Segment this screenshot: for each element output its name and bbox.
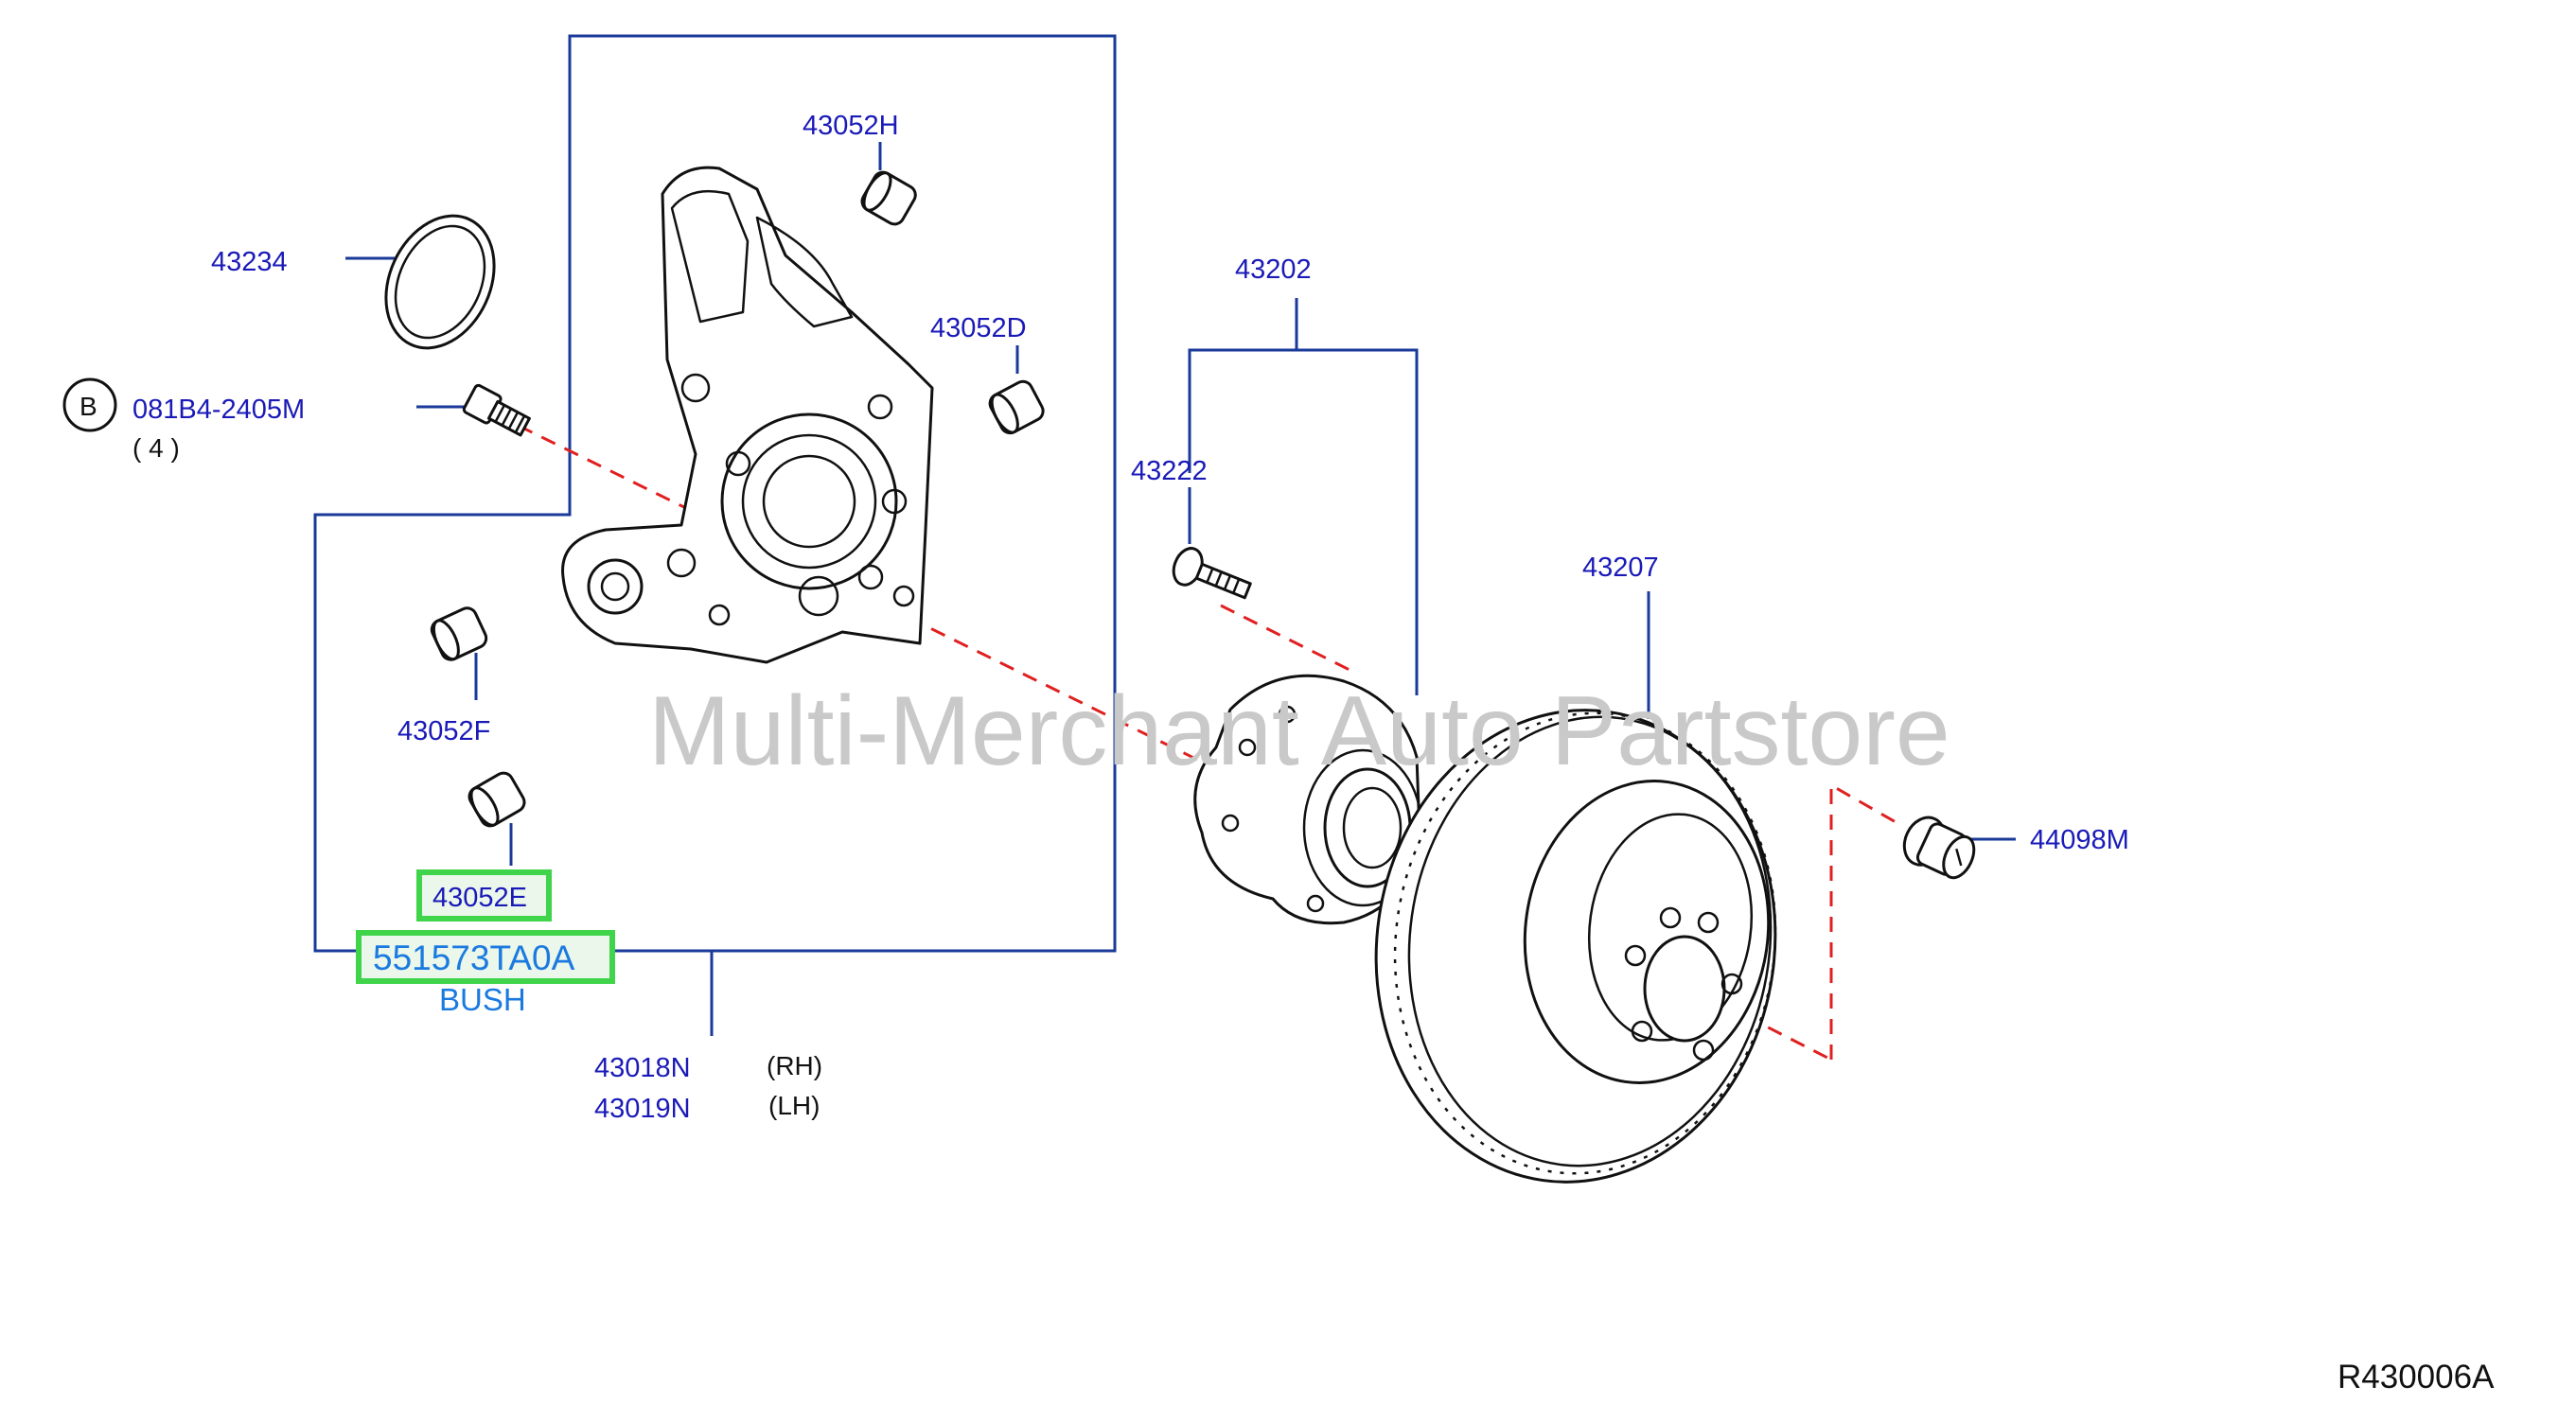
bushing-43052E-drawing	[468, 771, 526, 828]
watermark-text: Multi-Merchant Auto Partstore	[648, 676, 1950, 786]
hub-bearing-drawing	[1193, 674, 1423, 925]
label-44098M: 44098M	[2030, 825, 2129, 855]
label-bolt-qty: ( 4 )	[132, 433, 180, 463]
label-43019N: 43019N	[594, 1094, 691, 1124]
plug-drawing	[1902, 816, 1976, 880]
bushing-43052D-drawing	[988, 379, 1045, 435]
assembly-bracket-frame	[313, 34, 1117, 953]
axis-line-rotor	[1608, 944, 1832, 1062]
highlight-box-part-number	[356, 930, 615, 984]
hub-bracket-frame	[1188, 348, 1419, 695]
label-43018N: 43018N	[594, 1053, 691, 1083]
label-43052H: 43052H	[803, 111, 899, 141]
bolt-callout-letter: B	[79, 392, 97, 421]
label-43052E[interactable]: 43052E	[432, 883, 527, 913]
hub-bolt-drawing	[1172, 547, 1252, 600]
bushing-43052H-drawing	[860, 170, 917, 226]
label-43052F: 43052F	[397, 716, 490, 746]
bolt-callout-circle	[62, 377, 117, 432]
label-43222: 43222	[1131, 456, 1208, 486]
axis-line-hubbolt	[1220, 604, 1354, 674]
label-lh: (LH)	[768, 1091, 820, 1120]
highlight-description: BUSH	[439, 982, 526, 1017]
label-43202: 43202	[1235, 254, 1312, 285]
bushing-43052F-drawing	[430, 606, 488, 661]
highlight-box-43052E	[416, 869, 552, 921]
label-081B4-2405M: 081B4-2405M	[132, 395, 305, 425]
seal-ring-drawing	[384, 214, 496, 350]
steering-knuckle-drawing	[561, 166, 934, 664]
brake-rotor-drawing	[1374, 709, 1777, 1184]
label-43207: 43207	[1582, 553, 1659, 583]
label-43052D: 43052D	[930, 313, 1027, 343]
axis-line-plug	[1829, 782, 1898, 1060]
flange-bolt-drawing	[462, 383, 531, 437]
label-rh: (RH)	[767, 1051, 822, 1080]
label-43234: 43234	[211, 247, 288, 277]
diagram-reference-code: R430006A	[2338, 1359, 2495, 1395]
highlight-part-number[interactable]: 551573TA0A	[373, 939, 575, 977]
